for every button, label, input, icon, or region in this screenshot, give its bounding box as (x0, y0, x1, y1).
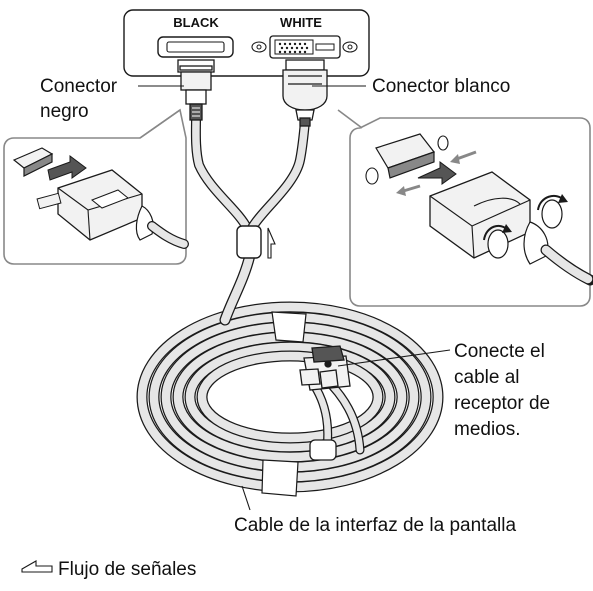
signal-flow-arrow-icon (21, 560, 53, 573)
cable-caption: Cable de la interfaz de la pantalla (234, 515, 516, 536)
black-connector (177, 59, 215, 121)
black-connector-label-line1: Conector (40, 76, 118, 97)
white-connector-label: Conector blanco (372, 76, 510, 97)
black-port-label: BLACK (173, 15, 219, 30)
cable-caption-leader (241, 485, 251, 511)
receiver-leader (337, 349, 451, 367)
screw-hole-icon (251, 41, 267, 53)
white-connector-detail (337, 109, 593, 307)
leader-lines (138, 85, 451, 511)
connect-receiver-line2: cable al (454, 367, 520, 388)
screw-hole-icon (342, 41, 358, 53)
rotate-arrow-icon (537, 194, 568, 229)
black-port (157, 36, 234, 58)
white-connector (282, 59, 328, 127)
connect-receiver-line1: Conecte el (454, 341, 545, 362)
back-panel: BLACK WHITE (123, 9, 370, 77)
white-port-label: WHITE (280, 15, 322, 30)
coil-ferrite (309, 439, 337, 461)
connect-receiver-line4: medios. (454, 419, 521, 440)
signal-flow-label: Flujo de señales (58, 559, 196, 580)
split-ferrite (236, 225, 262, 259)
black-connector-detail (3, 108, 189, 265)
black-connector-label-line2: negro (40, 101, 89, 122)
legend: Flujo de señales (21, 559, 196, 580)
coil-end-connector (299, 345, 351, 391)
signal-flow-arrow-icon (267, 227, 276, 259)
connect-receiver-line3: receptor de (454, 393, 550, 414)
coil-ties (261, 311, 307, 497)
cable-trunk (190, 115, 310, 326)
rotate-arrow-icon (483, 224, 512, 259)
white-port (251, 35, 358, 59)
